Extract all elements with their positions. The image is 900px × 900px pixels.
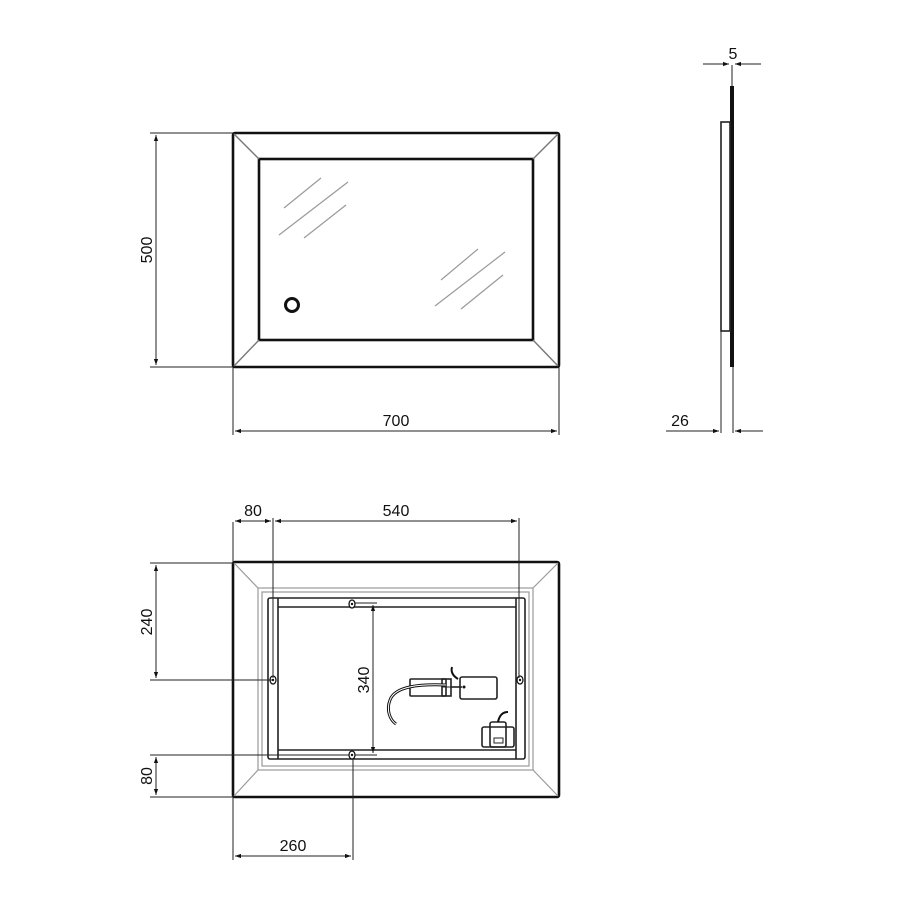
wall-hook-top-icon bbox=[348, 599, 356, 609]
wall-hook-right-icon bbox=[516, 675, 524, 685]
glass-profile bbox=[730, 86, 734, 367]
dim-vertical-spacing-label: 340 bbox=[356, 667, 373, 694]
mirror-glass-area bbox=[257, 157, 535, 342]
dim-edge-offset-label: 80 bbox=[244, 503, 262, 520]
dim-width-label: 700 bbox=[383, 413, 410, 430]
touch-switch-icon bbox=[284, 297, 300, 313]
back-frame-profile bbox=[720, 121, 731, 332]
front-view: 500 700 bbox=[139, 131, 561, 435]
reflection-lines-upper-left-icon bbox=[278, 177, 349, 239]
touch-sensor-module-icon bbox=[481, 711, 515, 748]
mirror-outer-frame bbox=[231, 131, 561, 369]
wall-hook-bottom-icon bbox=[348, 750, 356, 760]
dim-glass-thickness-label: 5 bbox=[729, 46, 738, 63]
dim-height-label: 500 bbox=[139, 237, 156, 264]
connector-box-icon bbox=[459, 676, 498, 700]
back-inner-bevel bbox=[257, 587, 534, 771]
reflection-lines-lower-right-icon bbox=[434, 248, 506, 310]
dim-bottom-offset-label: 80 bbox=[139, 767, 156, 785]
dim-horizontal-spacing-label: 540 bbox=[383, 503, 410, 520]
mounting-frame bbox=[267, 597, 526, 760]
dim-side-mount-height-label: 240 bbox=[139, 609, 156, 636]
power-cable-icon bbox=[386, 683, 447, 726]
dim-bottom-mount-offset-label: 260 bbox=[280, 838, 307, 855]
dim-depth-label: 26 bbox=[671, 413, 689, 430]
back-view: 80 540 240 340 80 260 bbox=[139, 503, 561, 860]
side-view: 5 26 bbox=[666, 46, 763, 434]
led-driver-icon bbox=[386, 666, 498, 726]
